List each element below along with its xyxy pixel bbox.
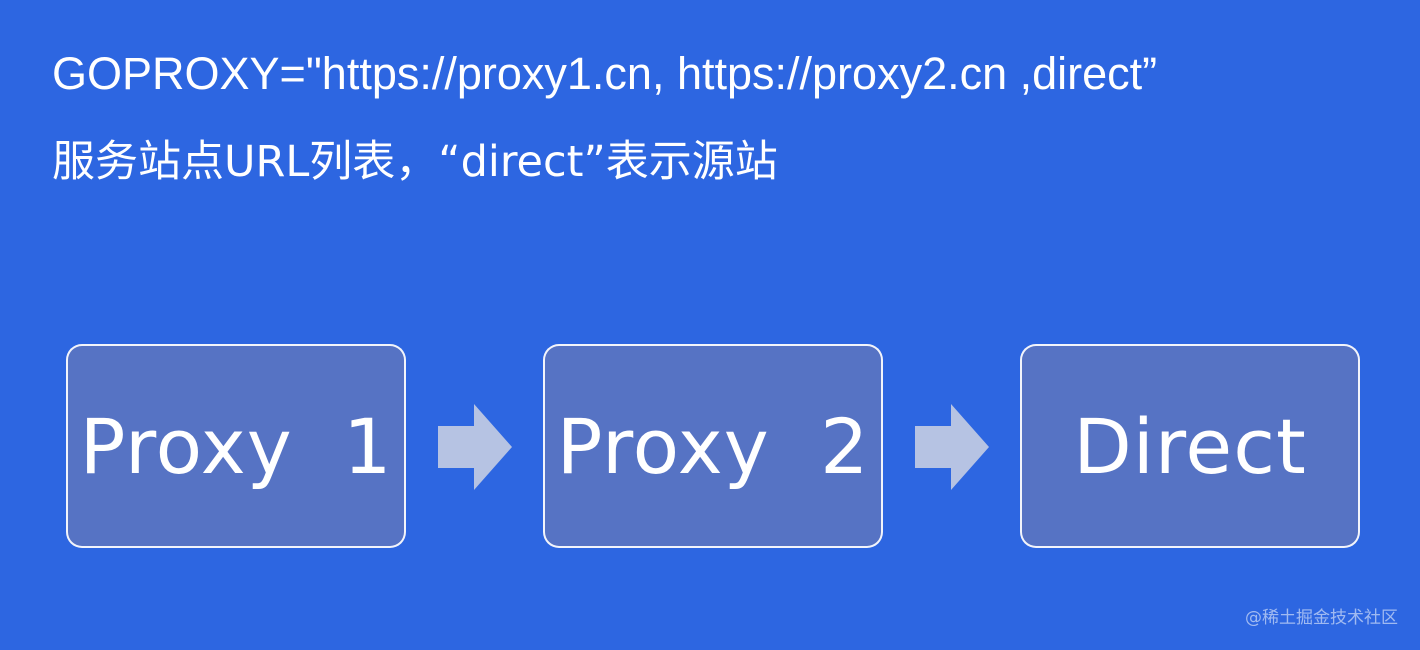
- goproxy-setting-text: GOPROXY="https://proxy1.cn, https://prox…: [52, 48, 1158, 99]
- arrow-1-shape: [438, 404, 512, 490]
- right-arrow-icon: [438, 404, 512, 490]
- proxy-1-node: Proxy 1: [66, 344, 406, 548]
- direct-label: Direct: [1073, 401, 1307, 491]
- arrow-2-shape: [915, 404, 989, 490]
- watermark-text: @稀土掘金技术社区: [1245, 608, 1398, 628]
- proxy-2-label: Proxy 2: [556, 401, 870, 491]
- direct-node: Direct: [1020, 344, 1360, 548]
- proxy-1-label: Proxy 1: [79, 401, 393, 491]
- proxy-2-node: Proxy 2: [543, 344, 883, 548]
- goproxy-description-text: 服务站点URL列表，“direct”表示源站: [52, 137, 778, 187]
- right-arrow-icon: [915, 404, 989, 490]
